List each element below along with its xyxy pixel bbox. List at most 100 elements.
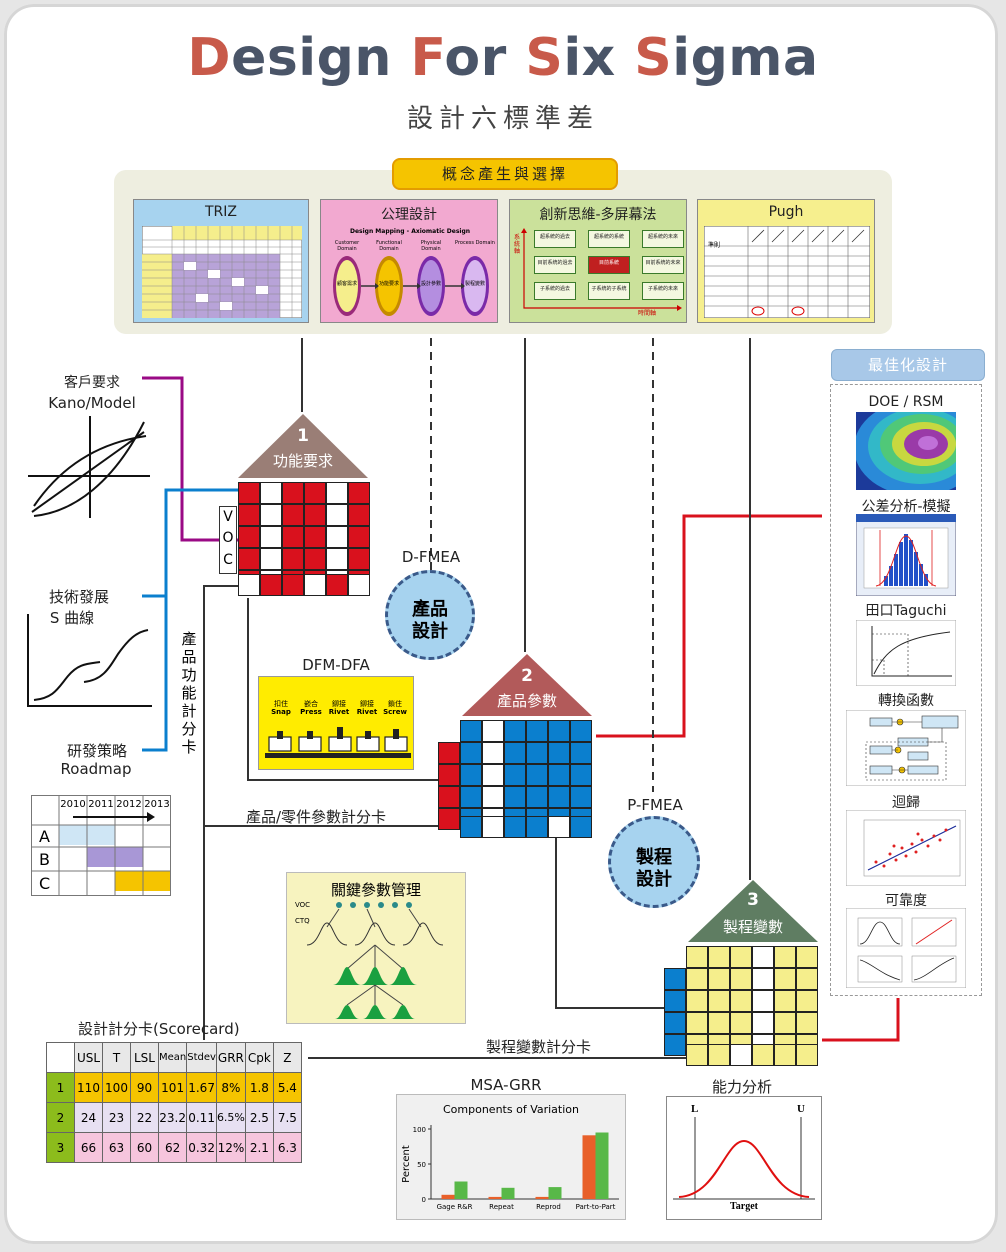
- matrix-cell: [260, 548, 282, 570]
- matrix-cell: [526, 786, 548, 808]
- bar: [501, 1187, 515, 1199]
- cell: 101: [157, 1072, 188, 1103]
- capability-usl: U: [797, 1103, 805, 1115]
- doe-contour: [856, 412, 956, 490]
- process-design-circle: 製程 設計: [608, 816, 700, 908]
- tech-connector: [142, 488, 238, 752]
- cell: 23: [102, 1102, 131, 1133]
- header-lsl: LSL: [130, 1042, 159, 1073]
- header-stdev: Stdev: [186, 1042, 217, 1073]
- matrix-cell: [548, 786, 570, 808]
- kpc-ctq: CTQ: [295, 917, 310, 925]
- axiomatic-title: 公理設計: [381, 207, 437, 223]
- stage2-roof: [462, 654, 592, 716]
- matrix-cell: [730, 968, 752, 990]
- axiomatic-inner-title: Design Mapping - Axiomatic Design: [349, 228, 471, 235]
- doe-label: DOE / RSM: [868, 394, 944, 410]
- cell: 6.5%: [215, 1102, 246, 1133]
- matrix-cell: [460, 742, 482, 764]
- part-card-label: 產品/零件參數計分卡: [246, 808, 387, 826]
- matrix-cell: [304, 526, 326, 548]
- process-design-l1: 製程: [636, 847, 672, 868]
- matrix-cell: [570, 816, 592, 838]
- matrix-cell: [548, 720, 570, 742]
- matrix-cell: [686, 968, 708, 990]
- matrix-cell: [482, 720, 504, 742]
- optimization-box: [830, 384, 982, 996]
- kano-connector: [142, 376, 238, 542]
- matrix-cell: [752, 946, 774, 968]
- matrix-cell: [326, 504, 348, 526]
- matrix-cell: [238, 574, 260, 596]
- domain-functional: Functional Domain: [376, 240, 402, 252]
- matrix-cell: [326, 574, 348, 596]
- x-tick-label: Repeat: [489, 1203, 514, 1211]
- matrix-cell: [504, 764, 526, 786]
- matrix-cell: [282, 482, 304, 504]
- cell: 24: [74, 1102, 103, 1133]
- matrix-cell: [482, 764, 504, 786]
- matrix-cell: [504, 786, 526, 808]
- transfer-function-diagram: [846, 710, 966, 786]
- cell: 0.11: [186, 1102, 217, 1133]
- matrix-cell: [796, 968, 818, 990]
- cell: 7.5: [272, 1102, 302, 1133]
- roadmap-year-2011: 2011: [88, 799, 114, 810]
- matrix-cell: [348, 574, 370, 596]
- process-design-l2: 設計: [636, 869, 672, 890]
- dfmea-label: D-FMEA: [401, 548, 461, 566]
- matrix-cell: [438, 786, 460, 808]
- matrix-cell: [504, 720, 526, 742]
- matrix-cell: [326, 482, 348, 504]
- capability-target: Target: [730, 1201, 758, 1212]
- axiomatic-panel: 公理設計 Design Mapping - Axiomatic Design C…: [320, 199, 498, 323]
- multiscreen-title: 創新思維-多屏幕法: [539, 207, 657, 223]
- multiscreen-panel: 創新思維-多屏幕法 系統軸 時間軸 超系統的過去超系統的系統超系統的未來目前系統…: [509, 199, 687, 323]
- capability-title: 能力分析: [711, 1078, 772, 1096]
- taguchi-label: 田口Taguchi: [865, 603, 947, 619]
- matrix-cell: [282, 526, 304, 548]
- matrix-cell: [348, 526, 370, 548]
- matrix-cell: [548, 742, 570, 764]
- matrix-cell: [260, 482, 282, 504]
- cell: 23.2: [157, 1102, 188, 1133]
- cell: 90: [130, 1072, 159, 1103]
- table-row: 2 24 23 22 23.2 0.11 6.5% 2.5 7.5: [46, 1102, 302, 1133]
- matrix-cell: [260, 574, 282, 596]
- x-tick-label: Reprod: [536, 1203, 561, 1211]
- matrix-cell: [774, 990, 796, 1012]
- matrix-cell: [482, 786, 504, 808]
- matrix-cell: [774, 946, 796, 968]
- matrix-cell: [664, 968, 686, 990]
- matrix-cell: [238, 548, 260, 570]
- vertical-card-label: 產品功能計分卡: [181, 630, 197, 756]
- cell: 12%: [215, 1132, 246, 1163]
- matrix-cell: [686, 1044, 708, 1066]
- cell: 22: [130, 1102, 159, 1133]
- voc-v: V: [223, 509, 233, 525]
- dfm-item-zh: 扣住: [274, 700, 288, 708]
- matrix-cell: [708, 1012, 730, 1034]
- dfm-item-en: Snap: [271, 708, 291, 716]
- regression-label: 迴歸: [892, 795, 920, 811]
- concept-badge: 概念產生與選擇: [392, 158, 618, 190]
- triz-title: TRIZ: [205, 204, 237, 220]
- matrix-cell: [438, 742, 460, 764]
- matrix-cell: [664, 990, 686, 1012]
- roadmap-year-2012: 2012: [116, 799, 142, 810]
- dfm-title: DFM-DFA: [302, 656, 370, 674]
- voc-column: V O C: [219, 506, 237, 574]
- matrix-cell: [260, 526, 282, 548]
- matrix-cell: [304, 504, 326, 526]
- product-design-l1: 產品: [412, 599, 448, 620]
- kpc-panel: 關鍵參數管理 VOC CTQ: [286, 872, 466, 1024]
- cell: 1.67: [186, 1072, 217, 1103]
- domain-process: Process Domain: [455, 240, 495, 246]
- dfm-joints: [265, 727, 411, 758]
- cell: 5.4: [272, 1072, 302, 1103]
- transfer-function-label: 轉換函數: [878, 693, 934, 709]
- dfm-item-zh: 嵌合: [304, 700, 318, 708]
- capability-curve: [673, 1117, 815, 1200]
- stage3-roof: [688, 880, 818, 942]
- matrix-cell: [282, 574, 304, 596]
